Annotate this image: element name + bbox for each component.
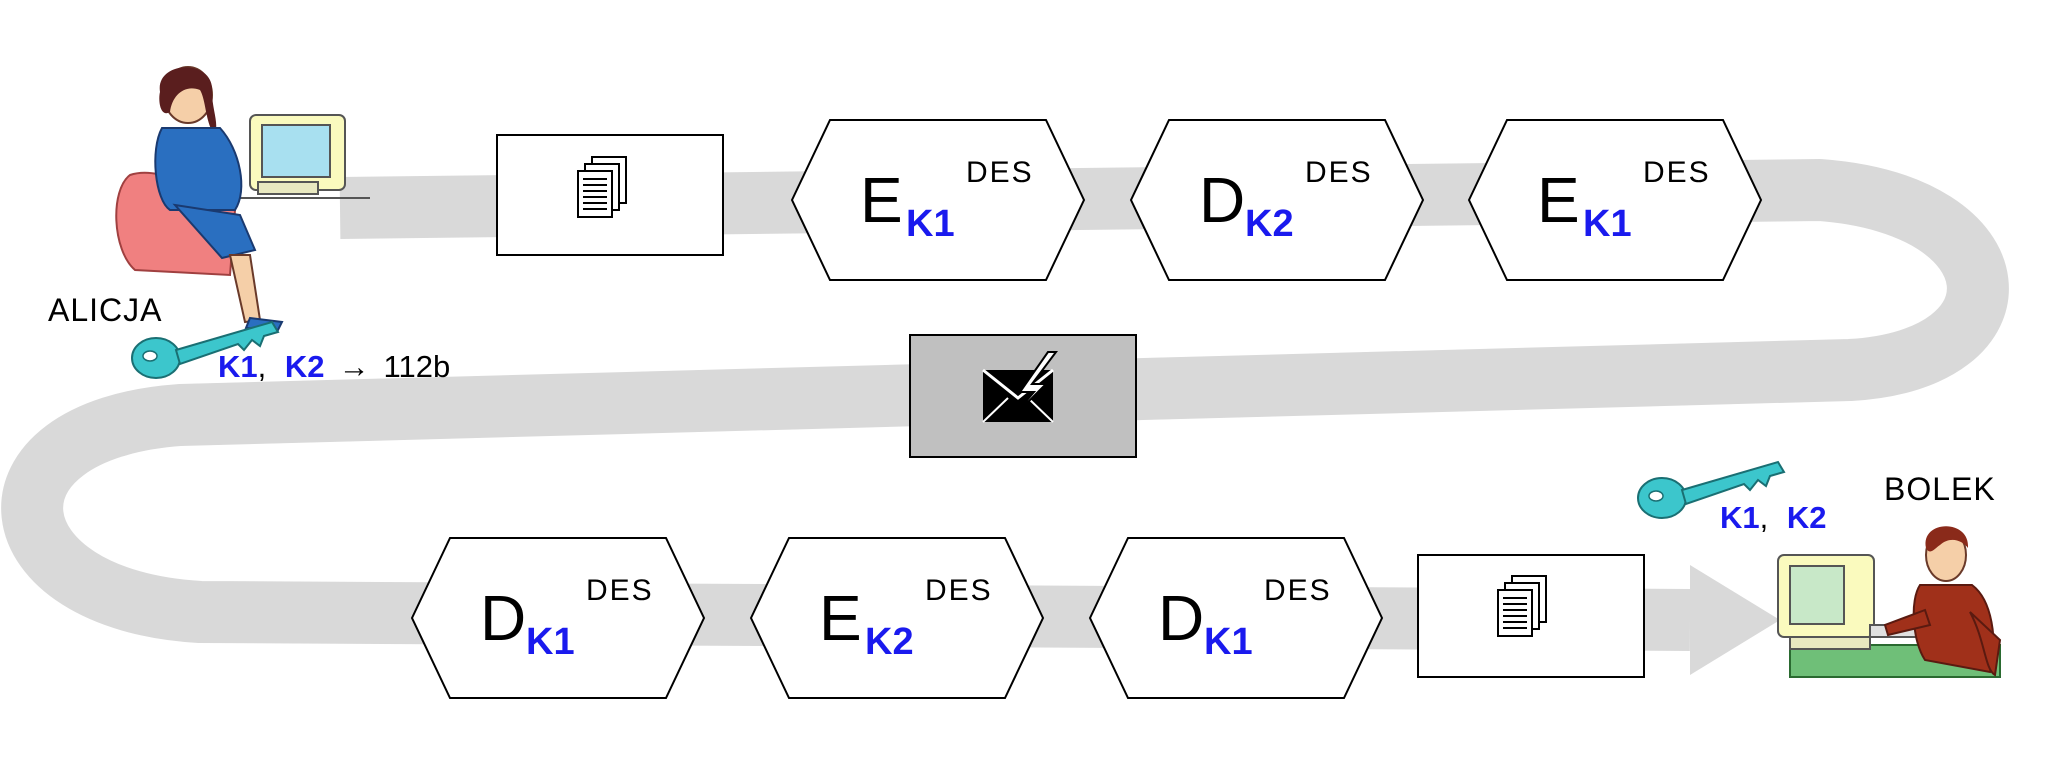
documents-icon xyxy=(577,156,627,218)
operation-algorithm: DES xyxy=(966,156,1034,189)
operation-letter: D xyxy=(1158,582,1204,654)
plaintext-output-box xyxy=(1417,554,1645,678)
flow-path xyxy=(1,159,2009,651)
operation-algorithm: DES xyxy=(586,574,654,607)
sender-figure xyxy=(115,66,370,332)
des-hexagon xyxy=(1467,119,1763,281)
des-hexagon xyxy=(1088,537,1384,699)
documents-icon xyxy=(1497,575,1547,637)
receiver-key-separator: , xyxy=(1760,500,1769,535)
receiver-name: BOLEK xyxy=(1884,471,1996,507)
plaintext-input-box xyxy=(496,134,724,256)
des-hexagon xyxy=(749,537,1045,699)
flow-arrowhead xyxy=(1690,565,1780,675)
sender-key-k1: K1 xyxy=(218,349,258,384)
operation-algorithm: DES xyxy=(1643,156,1711,189)
operation-letter: D xyxy=(1199,164,1245,236)
operation-letter: E xyxy=(860,164,903,236)
operation-key: K2 xyxy=(865,621,914,663)
sender-key-k2: K2 xyxy=(285,349,325,384)
arrow-icon: → xyxy=(339,349,370,384)
ciphertext-box xyxy=(909,334,1137,458)
operation-letter: E xyxy=(819,582,862,654)
receiver-key-k2: K2 xyxy=(1787,500,1827,535)
receiver-keys: K1, K2 xyxy=(1720,500,1827,535)
des-hexagon xyxy=(410,537,706,699)
operation-algorithm: DES xyxy=(1305,156,1373,189)
key-length: 112b xyxy=(384,349,451,384)
sender-name: ALICJA xyxy=(48,292,162,328)
receiver-key-k1: K1 xyxy=(1720,500,1760,535)
operation-key: K1 xyxy=(1204,621,1253,663)
operation-algorithm: DES xyxy=(1264,574,1332,607)
operation-key: K1 xyxy=(526,621,575,663)
operation-letter: E xyxy=(1537,164,1580,236)
operation-algorithm: DES xyxy=(925,574,993,607)
operation-key: K2 xyxy=(1245,203,1294,245)
des-hexagon xyxy=(1129,119,1425,281)
operation-key: K1 xyxy=(906,203,955,245)
operation-key: K1 xyxy=(1583,203,1632,245)
des-hexagon xyxy=(790,119,1086,281)
envelope-icon xyxy=(982,351,1058,423)
receiver-figure xyxy=(1777,526,2002,678)
sender-key-separator: , xyxy=(258,349,267,384)
operation-letter: D xyxy=(480,582,526,654)
sender-keys: K1, K2 → 112b xyxy=(218,349,450,384)
